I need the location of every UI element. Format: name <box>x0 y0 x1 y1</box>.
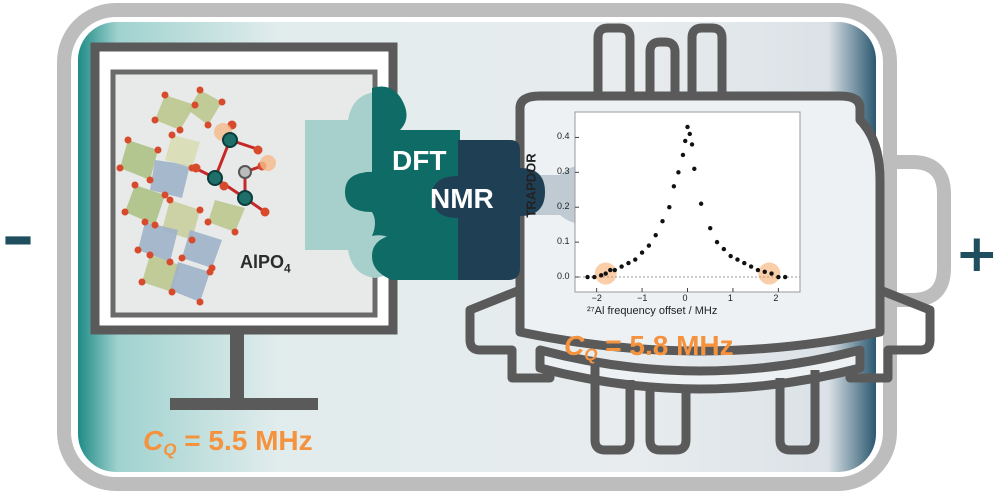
plot-background <box>574 111 801 293</box>
data-point <box>612 267 618 273</box>
data-point <box>714 239 720 245</box>
data-point <box>671 184 677 189</box>
data-point <box>692 166 697 172</box>
cq-left-subscript: Q <box>163 440 177 459</box>
data-point <box>603 271 608 276</box>
data-point <box>653 232 658 238</box>
data-point <box>742 260 747 266</box>
data-point <box>762 269 767 274</box>
x-tick-label: 0 <box>682 293 688 303</box>
cq-right-subscript: Q <box>584 345 598 364</box>
puzzle-piece-nmr <box>458 140 545 280</box>
data-point <box>755 267 761 273</box>
data-point <box>667 205 672 210</box>
data-point <box>619 264 624 269</box>
cq-left-symbol: C <box>143 425 164 456</box>
data-point <box>687 131 692 137</box>
data-point <box>592 274 597 280</box>
alpo4-subscript: 4 <box>284 261 291 276</box>
y-tick-label: 0.2 <box>557 201 570 212</box>
data-point <box>608 267 613 273</box>
y-tick-label: 0.1 <box>557 236 570 247</box>
highlight-marker <box>758 262 781 285</box>
data-point <box>639 250 645 255</box>
data-point <box>660 218 665 224</box>
data-point <box>676 170 681 175</box>
cq-right-label: CQ = 5.8 MHz <box>564 330 734 365</box>
plot-y-axis-label: TRAPDOR <box>523 153 539 218</box>
trapdor-plot <box>574 111 801 293</box>
x-tick-label: 1 <box>727 293 733 303</box>
data-point <box>776 274 781 280</box>
data-point <box>728 253 733 259</box>
dft-label: DFT <box>392 145 447 176</box>
cq-right-value: = 5.8 MHz <box>597 330 734 361</box>
y-tick-label: 0.4 <box>557 131 570 142</box>
data-point <box>680 152 686 158</box>
data-point <box>585 274 590 280</box>
positive-terminal-sign: + <box>955 224 999 284</box>
data-point <box>748 264 754 269</box>
data-point <box>735 257 740 262</box>
data-point <box>782 274 788 280</box>
x-tick-label: −1 <box>637 293 648 303</box>
data-point <box>685 124 690 130</box>
data-point <box>721 246 727 252</box>
data-point <box>683 138 688 144</box>
cq-right-symbol: C <box>564 330 585 361</box>
plot-x-axis-label: ²⁷Al frequency offset / MHz <box>587 305 718 317</box>
y-tick-label: 0.3 <box>557 166 570 177</box>
negative-terminal-sign: – <box>2 200 34 274</box>
data-point <box>708 225 713 231</box>
data-point <box>698 201 704 206</box>
alpo4-structure <box>116 86 276 306</box>
data-point <box>598 273 604 278</box>
x-tick-label: 2 <box>773 293 779 303</box>
x-tick-label: −2 <box>591 293 602 303</box>
puzzle-piece-dft <box>354 86 460 280</box>
y-tick-label: 0.0 <box>557 271 570 282</box>
nmr-label: NMR <box>430 183 494 214</box>
data-point <box>646 243 652 248</box>
battery-terminal <box>890 155 951 307</box>
cq-left-value: = 5.5 MHz <box>176 425 313 456</box>
alpo4-text: AlPO <box>240 252 285 272</box>
data-point <box>689 142 695 147</box>
alpo4-label: AlPO4 <box>240 252 291 276</box>
data-point <box>626 260 631 266</box>
cq-left-label: CQ = 5.5 MHz <box>143 425 313 460</box>
data-point <box>769 271 774 276</box>
data-point <box>633 257 638 262</box>
